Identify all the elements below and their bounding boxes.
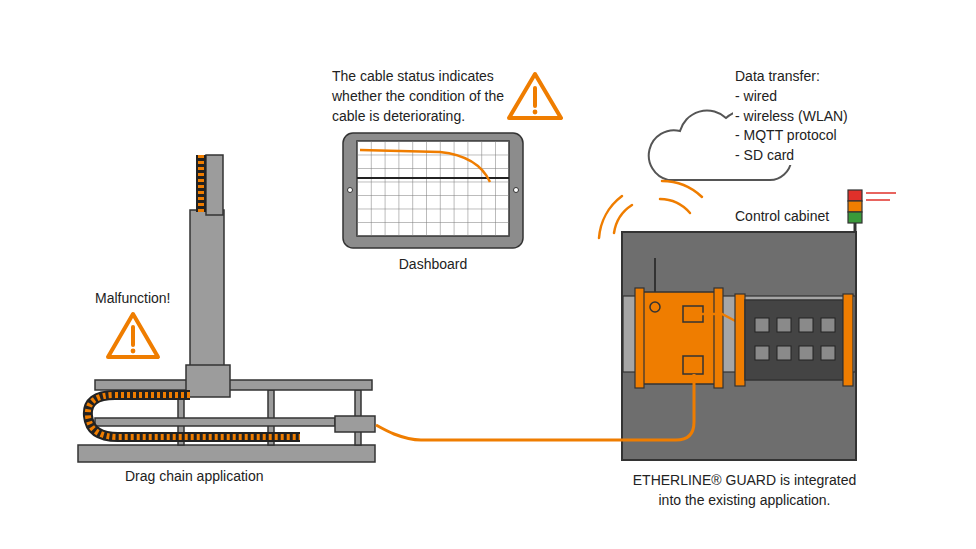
exclamation-mark: [533, 88, 537, 106]
tablet: [343, 133, 523, 248]
list-item: - wireless (WLAN): [733, 106, 850, 126]
wifi-waves: [599, 181, 702, 238]
terminal: [755, 318, 769, 332]
warning-icon: [108, 314, 158, 357]
etherline-guard-device: [640, 292, 718, 384]
list-item: - wired: [733, 86, 779, 106]
wifi-wave: [660, 199, 690, 213]
cable-entry-box: [335, 416, 375, 432]
io-module: [745, 300, 843, 380]
red-lamp: [848, 190, 862, 201]
terminal-block: [755, 318, 835, 360]
device-bracket: [635, 288, 644, 388]
node-caption: ETHERLINE® GUARD is integrated into the …: [627, 470, 862, 510]
tablet-body: [343, 133, 523, 248]
warning-icon: [509, 74, 561, 118]
note-text: The cable status indicates whether the c…: [332, 66, 508, 126]
warning-triangle: [108, 314, 158, 357]
chain-body: [88, 395, 300, 437]
wifi-wave: [599, 196, 622, 238]
signal-ray: [866, 192, 896, 194]
device-port: [683, 356, 703, 374]
warning-triangle: [509, 74, 561, 118]
device-bracket: [714, 288, 723, 388]
machine-base: [78, 445, 375, 462]
terminal: [799, 346, 813, 360]
node-label: Drag chain application: [125, 466, 264, 486]
terminal: [755, 346, 769, 360]
warning-label: Malfunction!: [95, 288, 170, 308]
node-label: Control cabinet: [735, 206, 829, 226]
wifi-wave: [662, 181, 702, 197]
exclamation-mark: [131, 327, 135, 345]
module-bracket: [843, 294, 853, 386]
drag-chain-machine: [78, 155, 375, 462]
terminal: [777, 346, 791, 360]
status-curve: [360, 150, 490, 182]
tablet-button: [514, 188, 519, 193]
node-label: Dashboard: [343, 254, 523, 274]
machine-area: Drag chain application: [78, 160, 376, 486]
carriage: [186, 365, 230, 397]
orange-lamp: [848, 201, 862, 212]
module-bracket: [735, 294, 745, 386]
cable-inside-cabinet: [622, 374, 694, 440]
stack-light: [848, 190, 896, 232]
green-lamp: [848, 212, 862, 223]
chain-links: [88, 395, 300, 437]
tablet-screen: [357, 141, 509, 236]
drag-chain: [88, 155, 300, 437]
list-heading: Data transfer:: [733, 66, 822, 86]
lower-rail: [95, 418, 335, 426]
control-cabinet-box: Control cabinetETHERLINE® GUARD is integ…: [622, 232, 856, 460]
cabinet-housing: [622, 232, 856, 460]
upper-tower: [206, 155, 223, 215]
tablet-button: [348, 188, 353, 193]
chain-body: [196, 155, 206, 212]
stack-light-pole: [854, 223, 857, 232]
terminal: [799, 318, 813, 332]
cable-connector: [376, 425, 622, 440]
list-item: - MQTT protocol: [733, 125, 839, 145]
dashboard-tablet: Dashboard: [343, 133, 523, 248]
wifi-wave: [614, 205, 632, 233]
exclamation-dot: [131, 349, 136, 354]
chart-grid: [357, 141, 509, 236]
terminal: [821, 318, 835, 332]
chain-links: [198, 155, 204, 212]
terminal: [777, 318, 791, 332]
list-item: - SD card: [733, 145, 796, 165]
antenna-base: [650, 302, 660, 312]
exclamation-dot: [533, 110, 538, 115]
top-rail: [95, 380, 372, 390]
terminal: [821, 346, 835, 360]
control-cabinet: [622, 232, 856, 460]
signal-ray: [866, 199, 890, 201]
vertical-column: [190, 210, 224, 370]
